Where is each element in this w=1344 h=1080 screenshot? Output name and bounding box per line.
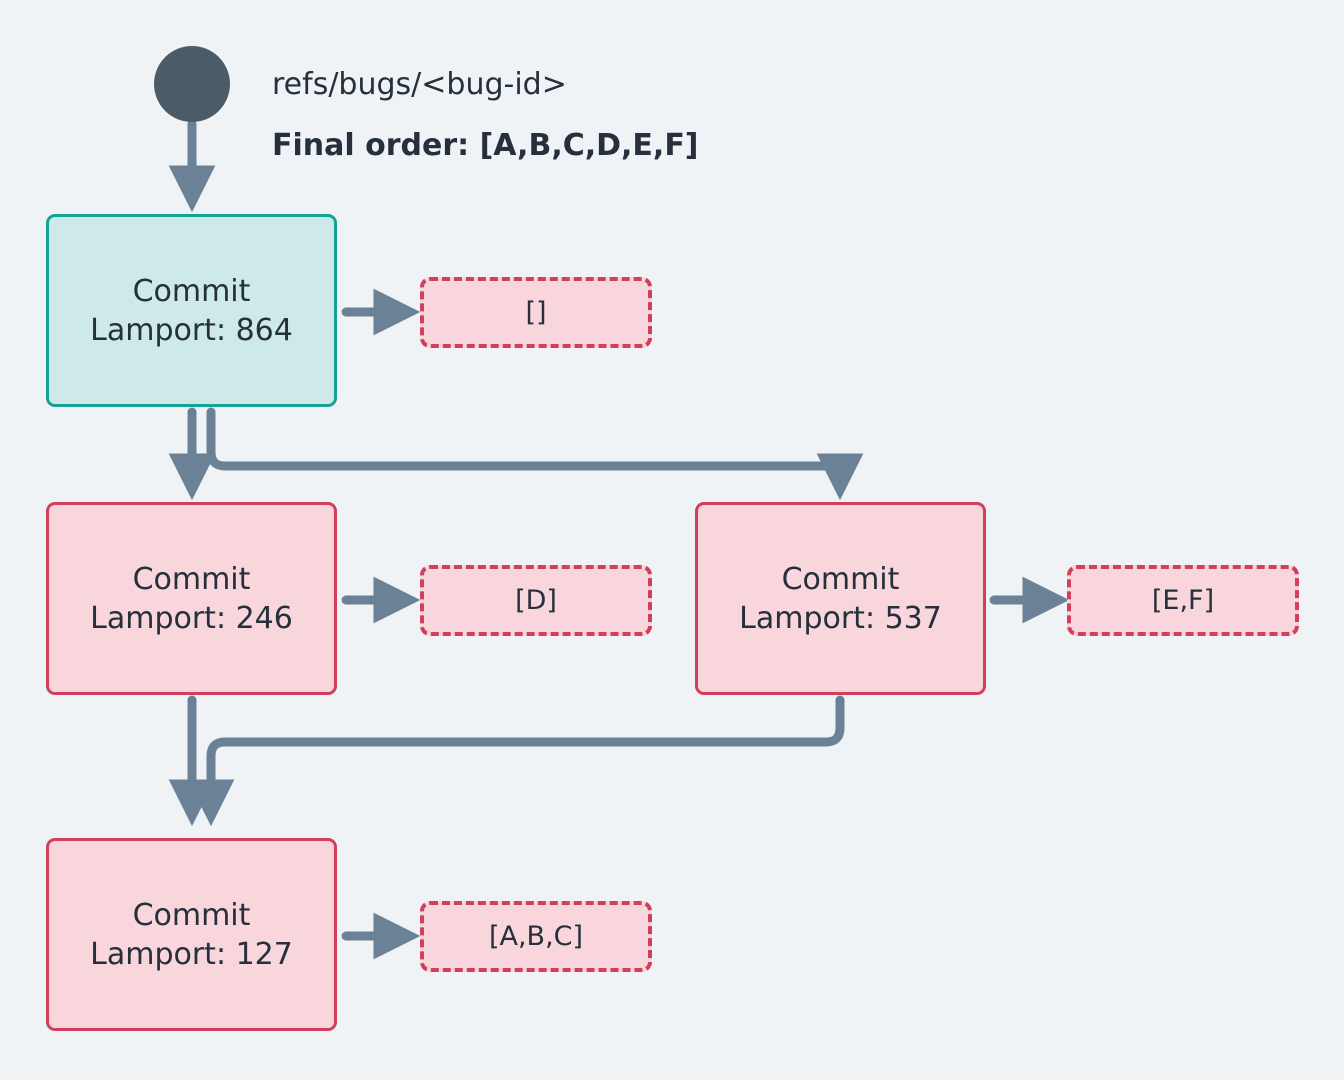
commit-node-864[interactable]: Commit Lamport: 864 xyxy=(46,214,337,407)
commit-node-246[interactable]: Commit Lamport: 246 xyxy=(46,502,337,695)
edge-c537-to-c127 xyxy=(187,695,845,827)
commit-node-537-title: Commit xyxy=(781,561,900,597)
commit-node-127-title: Commit xyxy=(132,897,251,933)
payload-box-127-value: [A,B,C] xyxy=(488,921,584,952)
payload-box-246-value: [D] xyxy=(515,585,557,616)
root-circle-icon xyxy=(154,46,230,122)
payload-box-864-value: [] xyxy=(525,297,547,328)
payload-box-537-value: [E,F] xyxy=(1151,585,1215,616)
payload-box-537[interactable]: [E,F] xyxy=(1067,565,1299,636)
commit-node-864-title: Commit xyxy=(132,273,251,309)
commit-node-246-lamport: Lamport: 246 xyxy=(90,600,293,636)
ref-path-label: refs/bugs/<bug-id> xyxy=(272,67,567,102)
edge-c864-to-c537 xyxy=(206,407,864,501)
payload-box-864[interactable]: [] xyxy=(420,277,652,348)
final-order-label: Final order: [A,B,C,D,E,F] xyxy=(272,128,699,163)
payload-box-127[interactable]: [A,B,C] xyxy=(420,901,652,972)
commit-node-127[interactable]: Commit Lamport: 127 xyxy=(46,838,337,1031)
payload-box-246[interactable]: [D] xyxy=(420,565,652,636)
commit-node-246-title: Commit xyxy=(132,561,251,597)
commit-node-864-lamport: Lamport: 864 xyxy=(90,312,293,348)
commit-node-537[interactable]: Commit Lamport: 537 xyxy=(695,502,986,695)
commit-node-127-lamport: Lamport: 127 xyxy=(90,936,293,972)
commit-node-537-lamport: Lamport: 537 xyxy=(739,600,942,636)
